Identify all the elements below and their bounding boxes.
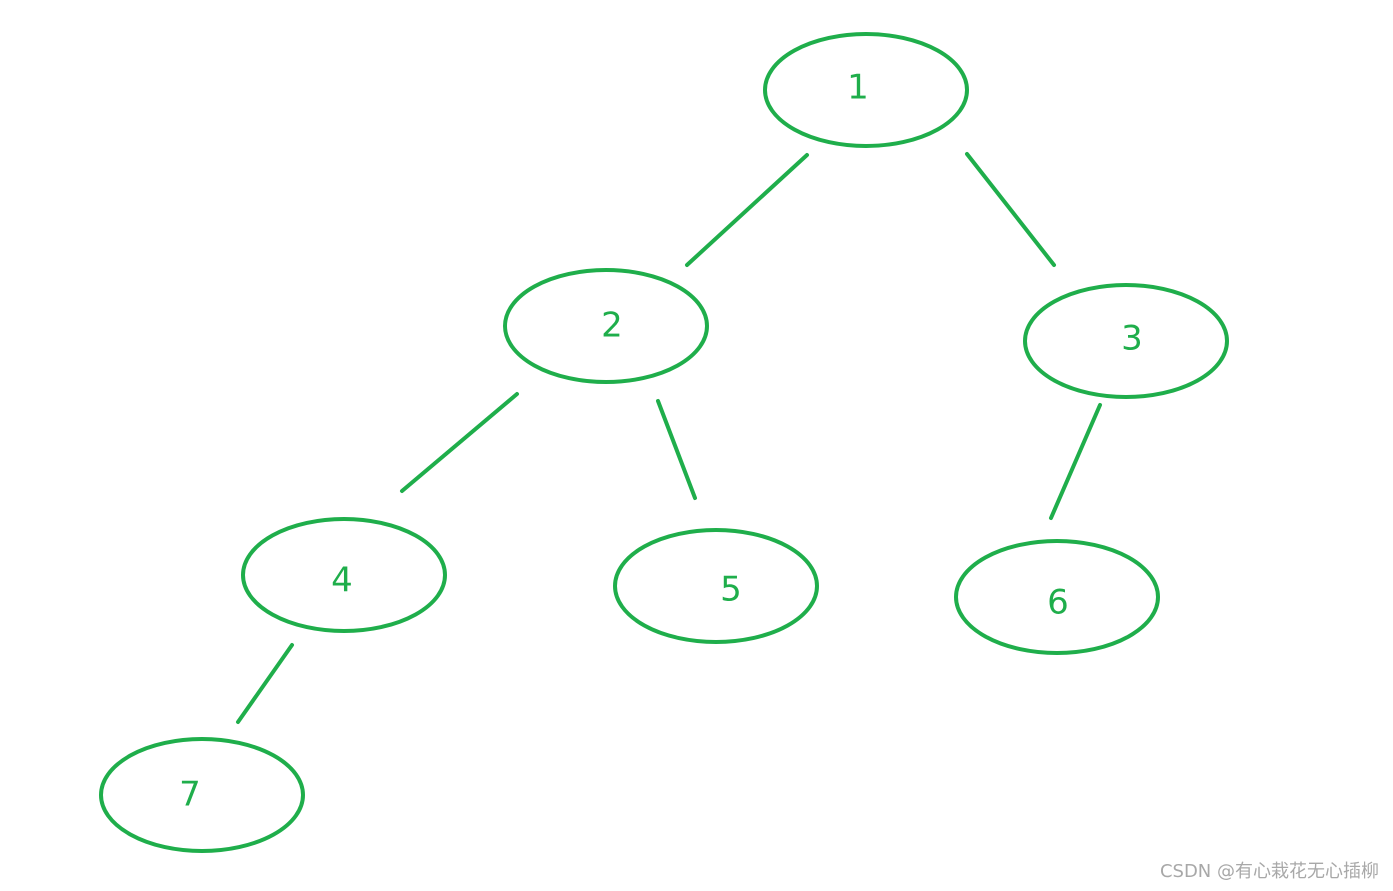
edge-4-7 (236, 643, 294, 724)
edge-2-5 (656, 399, 697, 500)
csdn-watermark: CSDN @有心栽花无心插柳 (1159, 861, 1379, 882)
node-label: 3 (1121, 319, 1143, 359)
node-label: 4 (331, 561, 353, 601)
node-ellipse (954, 539, 1160, 655)
node-label: 7 (179, 775, 201, 815)
tree-edges (236, 152, 1102, 724)
edge-1-2 (685, 153, 809, 267)
node-ellipse (613, 528, 819, 644)
edge-3-6 (1049, 403, 1102, 520)
node-ellipse (503, 268, 709, 384)
node-ellipse (1023, 283, 1229, 399)
node-ellipse (763, 32, 969, 148)
tree-node-7: 7 (99, 737, 305, 853)
edge-1-3 (965, 152, 1056, 267)
tree-node-4: 4 (241, 517, 447, 633)
node-ellipse (241, 517, 447, 633)
tree-node-5: 5 (613, 528, 819, 644)
tree-nodes: 1 2 3 4 5 6 7 (99, 32, 1229, 853)
edge-2-4 (400, 392, 519, 493)
tree-node-1: 1 (763, 32, 969, 148)
node-label: 5 (720, 570, 742, 610)
tree-node-3: 3 (1023, 283, 1229, 399)
node-label: 6 (1047, 583, 1069, 623)
tree-node-2: 2 (503, 268, 709, 384)
node-label: 1 (847, 68, 869, 108)
node-ellipse (99, 737, 305, 853)
node-label: 2 (601, 306, 623, 346)
tree-node-6: 6 (954, 539, 1160, 655)
